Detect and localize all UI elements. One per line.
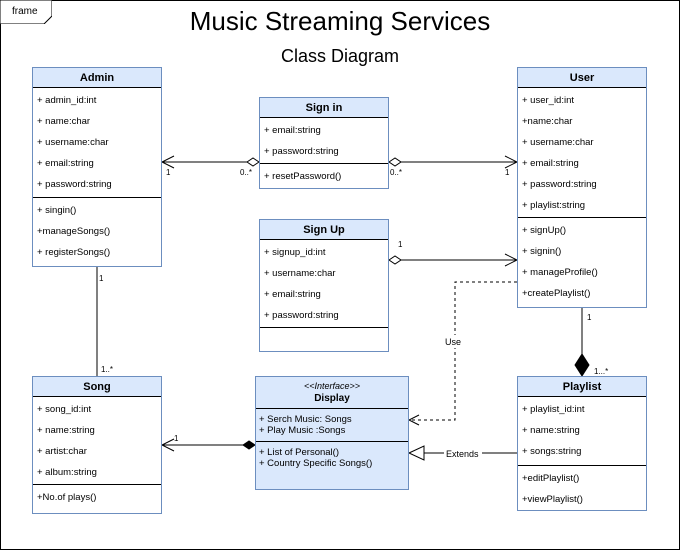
attribute: +name:char xyxy=(522,116,573,127)
attribute: + password:string xyxy=(522,179,597,190)
attribute: + admin_id:int xyxy=(37,95,97,106)
mult-song-side: 1..* xyxy=(101,365,113,374)
attribute: + password:string xyxy=(37,179,112,190)
method: + List of Personal() xyxy=(259,447,339,458)
method: + signUp() xyxy=(522,225,567,236)
class-signup[interactable]: Sign Up + signup_id:int + username:char … xyxy=(259,219,389,352)
method: + manageProfile() xyxy=(522,267,598,278)
attribute: + email:string xyxy=(37,158,94,169)
method: +manageSongs() xyxy=(37,226,111,237)
mult-playlist-side: 1...* xyxy=(594,367,608,376)
attribute: + name:string xyxy=(37,425,95,436)
attributes-section: + Serch Music: Songs + Play Music :Songs xyxy=(256,409,408,442)
attribute: + album:string xyxy=(37,467,97,478)
methods-section: + List of Personal() + Country Specific … xyxy=(256,442,408,474)
class-playlist[interactable]: Playlist + playlist_id:int + name:string… xyxy=(517,376,647,511)
method: + signin() xyxy=(522,246,562,257)
class-name: Admin xyxy=(33,68,161,88)
methods-section: + resetPassword() xyxy=(260,164,388,189)
use-label: Use xyxy=(445,337,461,347)
method: +viewPlaylist() xyxy=(522,494,583,505)
frame-label: frame xyxy=(12,6,38,17)
method: +createPlaylist() xyxy=(522,288,591,299)
class-song[interactable]: Song + song_id:int + name:string + artis… xyxy=(32,376,162,514)
mult-user-side: 1 xyxy=(587,313,592,322)
connector-admin-song[interactable]: 1 1..* xyxy=(96,267,113,376)
attribute: + username:char xyxy=(37,137,109,148)
connector-display-song[interactable]: 1 xyxy=(160,434,256,452)
attribute: + artist:char xyxy=(37,446,87,457)
method: + registerSongs() xyxy=(37,247,111,258)
methods-section: + singin() +manageSongs() + registerSong… xyxy=(33,198,161,265)
attribute: + user_id:int xyxy=(522,95,575,106)
attributes-section: + admin_id:int + name:char + username:ch… xyxy=(33,88,161,198)
methods-section xyxy=(260,328,388,332)
class-name: User xyxy=(518,68,646,88)
connector-signup-user[interactable]: 1 xyxy=(388,240,519,267)
attribute: + song_id:int xyxy=(37,404,92,415)
method: + resetPassword() xyxy=(264,171,342,182)
attribute: + password:string xyxy=(264,310,339,321)
connector-admin-signin[interactable]: 1 0..* xyxy=(160,155,260,177)
attribute: + songs:string xyxy=(522,446,582,457)
diagram-title: Music Streaming Services xyxy=(189,6,491,36)
frame-tab xyxy=(0,0,52,24)
attribute: + username:char xyxy=(264,268,336,279)
attributes-section: + song_id:int + name:string + artist:cha… xyxy=(33,397,161,485)
method: +editPlaylist() xyxy=(522,473,580,484)
attribute: + email:string xyxy=(522,158,579,169)
attributes-section: + signup_id:int + username:char + email:… xyxy=(260,240,388,328)
class-name: Playlist xyxy=(518,377,646,397)
mult-signup: 1 xyxy=(398,240,403,249)
connector-use[interactable]: Use xyxy=(407,281,517,426)
attribute: + name:char xyxy=(37,116,91,127)
mult-signin-side: 0..* xyxy=(240,168,252,177)
extends-label: Extends xyxy=(446,449,479,459)
attribute: + playlist_id:int xyxy=(522,404,585,415)
mult-display: 1 xyxy=(174,434,179,443)
connector-extends[interactable]: Extends xyxy=(407,445,517,461)
mult-user-side: 1 xyxy=(505,168,510,177)
class-name: Song xyxy=(33,377,161,397)
class-name: Display xyxy=(314,393,350,404)
method: + Country Specific Songs() xyxy=(259,458,373,469)
diagram-subtitle: Class Diagram xyxy=(280,46,400,66)
attribute: + password:string xyxy=(264,146,339,157)
connector-user-playlist[interactable]: 1 1...* xyxy=(574,308,608,377)
attribute: + playlist:string xyxy=(522,200,586,211)
interface-header: <<Interface>> Display xyxy=(256,377,408,409)
method: + singin() xyxy=(37,205,77,216)
class-name: Sign Up xyxy=(260,220,388,240)
connector-signin-user[interactable]: 0..* 1 xyxy=(388,155,519,177)
attributes-section: + user_id:int +name:char + username:char… xyxy=(518,88,646,218)
mult-admin-side: 1 xyxy=(166,168,171,177)
stereotype-label: <<Interface>> xyxy=(303,381,361,391)
class-name: Sign in xyxy=(260,98,388,118)
attributes-section: + playlist_id:int + name:string + songs:… xyxy=(518,397,646,466)
attribute: + Serch Music: Songs xyxy=(259,414,352,425)
class-admin[interactable]: Admin + admin_id:int + name:char + usern… xyxy=(32,67,162,267)
methods-section: +No.of plays() xyxy=(33,485,161,510)
attribute: + Play Music :Songs xyxy=(259,425,346,436)
class-display[interactable]: <<Interface>> Display + Serch Music: Son… xyxy=(255,376,409,490)
methods-section: + signUp() + signin() + manageProfile() … xyxy=(518,218,646,306)
class-signin[interactable]: Sign in + email:string + password:string… xyxy=(259,97,389,189)
attributes-section: + email:string + password:string xyxy=(260,118,388,164)
mult-admin-side: 1 xyxy=(99,274,104,283)
method: +No.of plays() xyxy=(37,492,97,503)
class-user[interactable]: User + user_id:int +name:char + username… xyxy=(517,67,647,308)
attribute: + signup_id:int xyxy=(264,247,326,258)
attribute: + email:string xyxy=(264,125,321,136)
methods-section: +editPlaylist() +viewPlaylist() xyxy=(518,466,646,512)
attribute: + username:char xyxy=(522,137,594,148)
mult-signin-side: 0..* xyxy=(390,168,402,177)
attribute: + email:string xyxy=(264,289,321,300)
attribute: + name:string xyxy=(522,425,580,436)
